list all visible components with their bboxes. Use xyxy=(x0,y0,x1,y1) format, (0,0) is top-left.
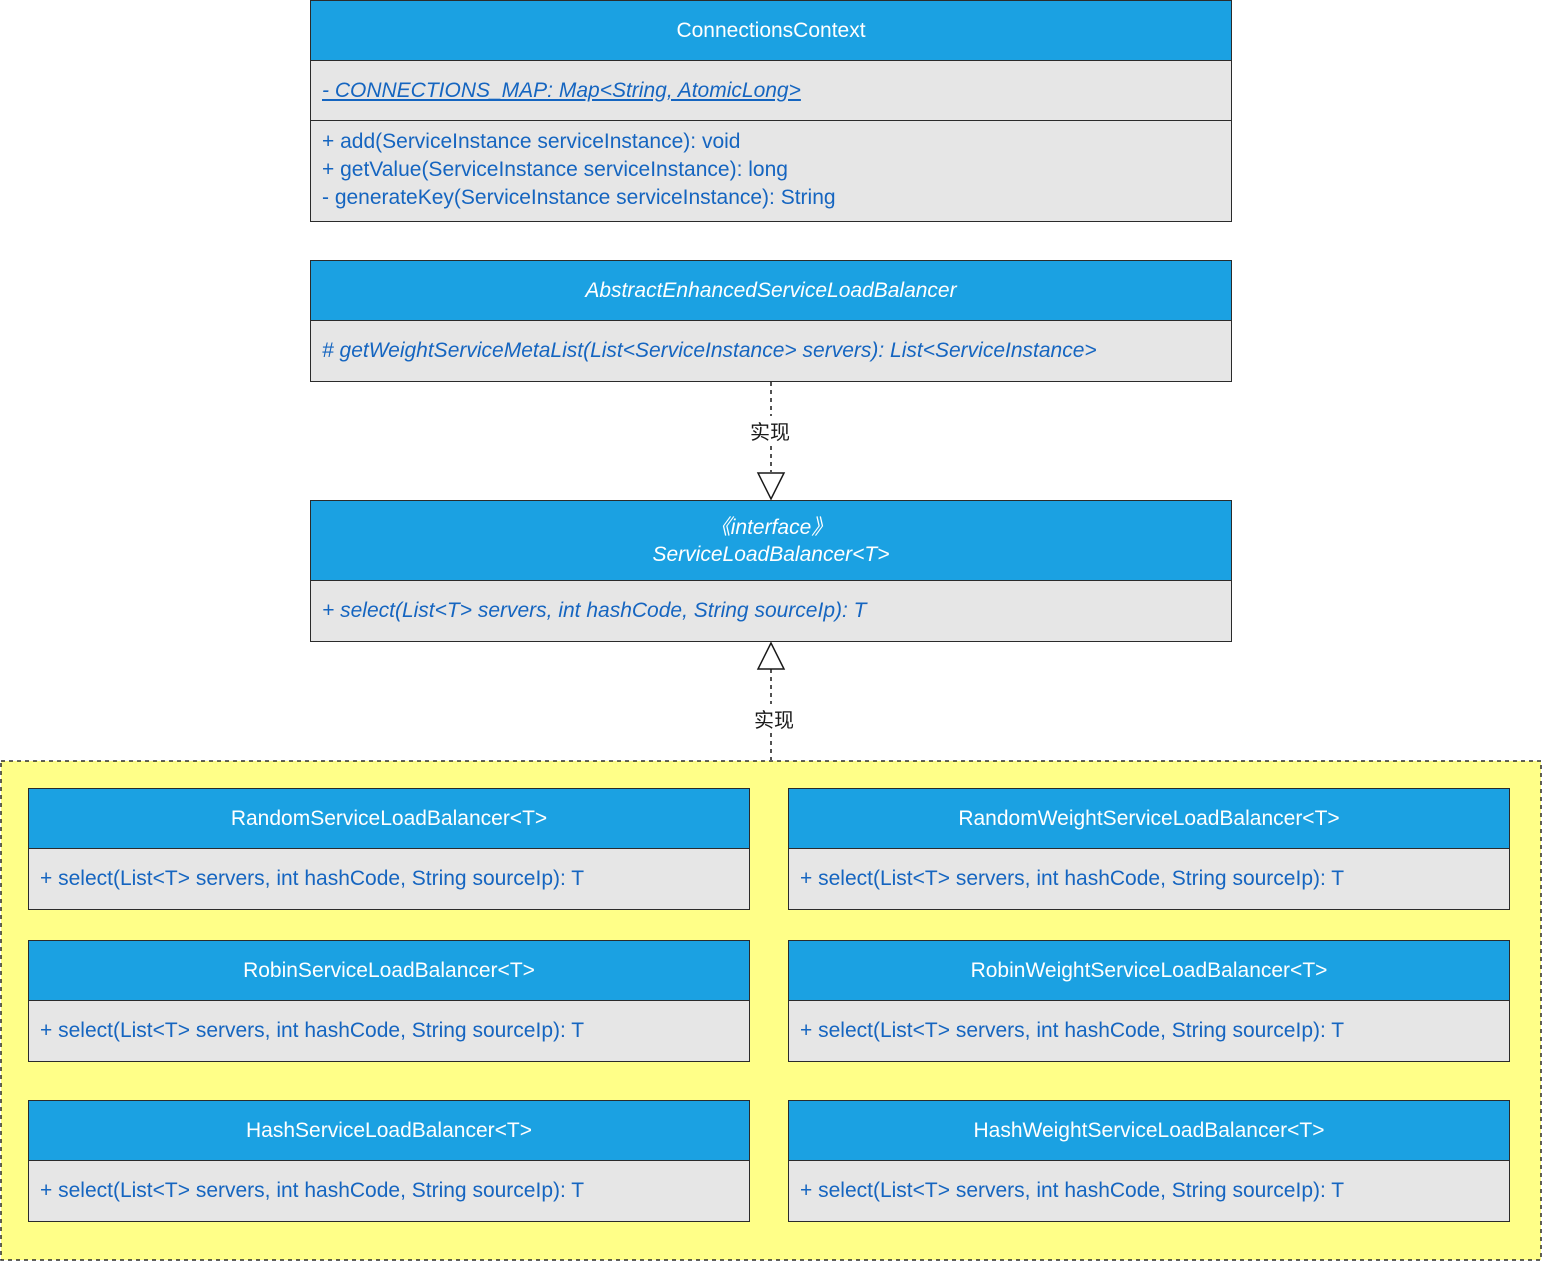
method-select: + select(List<T> servers, int hashCode, … xyxy=(40,1019,585,1042)
realization-label-implementations: 实现 xyxy=(753,704,795,733)
class-name: HashServiceLoadBalancer<T> xyxy=(245,1119,532,1142)
stereotype-label: 《interface》 xyxy=(709,515,833,539)
class-header: RandomWeightServiceLoadBalancer<T> xyxy=(789,789,1509,849)
attribute-connections-map: - CONNECTIONS_MAP: Map<String, AtomicLon… xyxy=(322,78,801,102)
methods-section: + add(ServiceInstance serviceInstance): … xyxy=(311,121,1231,219)
method-select: + select(List<T> servers, int hashCode, … xyxy=(40,867,585,890)
class-abstract-enhanced-service-load-balancer[interactable]: AbstractEnhancedServiceLoadBalancer # ge… xyxy=(310,260,1232,382)
class-robin-service-load-balancer[interactable]: RobinServiceLoadBalancer<T> + select(Lis… xyxy=(28,940,750,1062)
method-select: + select(List<T> servers, int hashCode, … xyxy=(322,599,867,622)
class-hash-weight-service-load-balancer[interactable]: HashWeightServiceLoadBalancer<T> + selec… xyxy=(788,1100,1510,1222)
realization-arrowhead-abstract xyxy=(756,472,786,501)
class-random-weight-service-load-balancer[interactable]: RandomWeightServiceLoadBalancer<T> + sel… xyxy=(788,788,1510,910)
class-hash-service-load-balancer[interactable]: HashServiceLoadBalancer<T> + select(List… xyxy=(28,1100,750,1222)
class-name: ConnectionsContext xyxy=(676,19,866,42)
class-name: RobinServiceLoadBalancer<T> xyxy=(243,959,535,982)
methods-section: + select(List<T> servers, int hashCode, … xyxy=(29,1161,749,1221)
method-select: + select(List<T> servers, int hashCode, … xyxy=(800,1179,1345,1202)
methods-section: + select(List<T> servers, int hashCode, … xyxy=(789,849,1509,909)
method-add: + add(ServiceInstance serviceInstance): … xyxy=(322,130,741,153)
realization-label-abstract: 实现 xyxy=(749,416,791,445)
method-select: + select(List<T> servers, int hashCode, … xyxy=(800,1019,1345,1042)
class-header: ConnectionsContext xyxy=(311,1,1231,61)
class-name: HashWeightServiceLoadBalancer<T> xyxy=(973,1119,1325,1142)
attributes-section: - CONNECTIONS_MAP: Map<String, AtomicLon… xyxy=(311,61,1231,121)
class-name: AbstractEnhancedServiceLoadBalancer xyxy=(585,279,957,302)
method-select: + select(List<T> servers, int hashCode, … xyxy=(800,867,1345,890)
realization-arrowhead-implementations xyxy=(756,641,786,670)
method-generate-key: - generateKey(ServiceInstance serviceIns… xyxy=(322,186,836,209)
methods-section: # getWeightServiceMetaList(List<ServiceI… xyxy=(311,321,1231,381)
class-header: RobinWeightServiceLoadBalancer<T> xyxy=(789,941,1509,1001)
method-get-value: + getValue(ServiceInstance serviceInstan… xyxy=(322,158,788,181)
methods-section: + select(List<T> servers, int hashCode, … xyxy=(311,581,1231,641)
method-select: + select(List<T> servers, int hashCode, … xyxy=(40,1179,585,1202)
methods-section: + select(List<T> servers, int hashCode, … xyxy=(29,849,749,909)
method-get-weight-service-meta-list: # getWeightServiceMetaList(List<ServiceI… xyxy=(322,339,1097,362)
class-header: AbstractEnhancedServiceLoadBalancer xyxy=(311,261,1231,321)
class-name: RandomServiceLoadBalancer<T> xyxy=(230,807,548,830)
class-robin-weight-service-load-balancer[interactable]: RobinWeightServiceLoadBalancer<T> + sele… xyxy=(788,940,1510,1062)
methods-section: + select(List<T> servers, int hashCode, … xyxy=(29,1001,749,1061)
class-header: HashWeightServiceLoadBalancer<T> xyxy=(789,1101,1509,1161)
class-name: ServiceLoadBalancer<T> xyxy=(652,542,890,566)
methods-section: + select(List<T> servers, int hashCode, … xyxy=(789,1161,1509,1221)
class-header: HashServiceLoadBalancer<T> xyxy=(29,1101,749,1161)
methods-section: + select(List<T> servers, int hashCode, … xyxy=(789,1001,1509,1061)
interface-service-load-balancer[interactable]: 《interface》 ServiceLoadBalancer<T> + sel… xyxy=(310,500,1232,642)
class-header: RobinServiceLoadBalancer<T> xyxy=(29,941,749,1001)
class-name: RandomWeightServiceLoadBalancer<T> xyxy=(958,807,1340,830)
class-connections-context[interactable]: ConnectionsContext - CONNECTIONS_MAP: Ma… xyxy=(310,0,1232,222)
class-random-service-load-balancer[interactable]: RandomServiceLoadBalancer<T> + select(Li… xyxy=(28,788,750,910)
class-name: RobinWeightServiceLoadBalancer<T> xyxy=(970,959,1328,982)
class-header: 《interface》 ServiceLoadBalancer<T> xyxy=(311,501,1231,581)
class-header: RandomServiceLoadBalancer<T> xyxy=(29,789,749,849)
